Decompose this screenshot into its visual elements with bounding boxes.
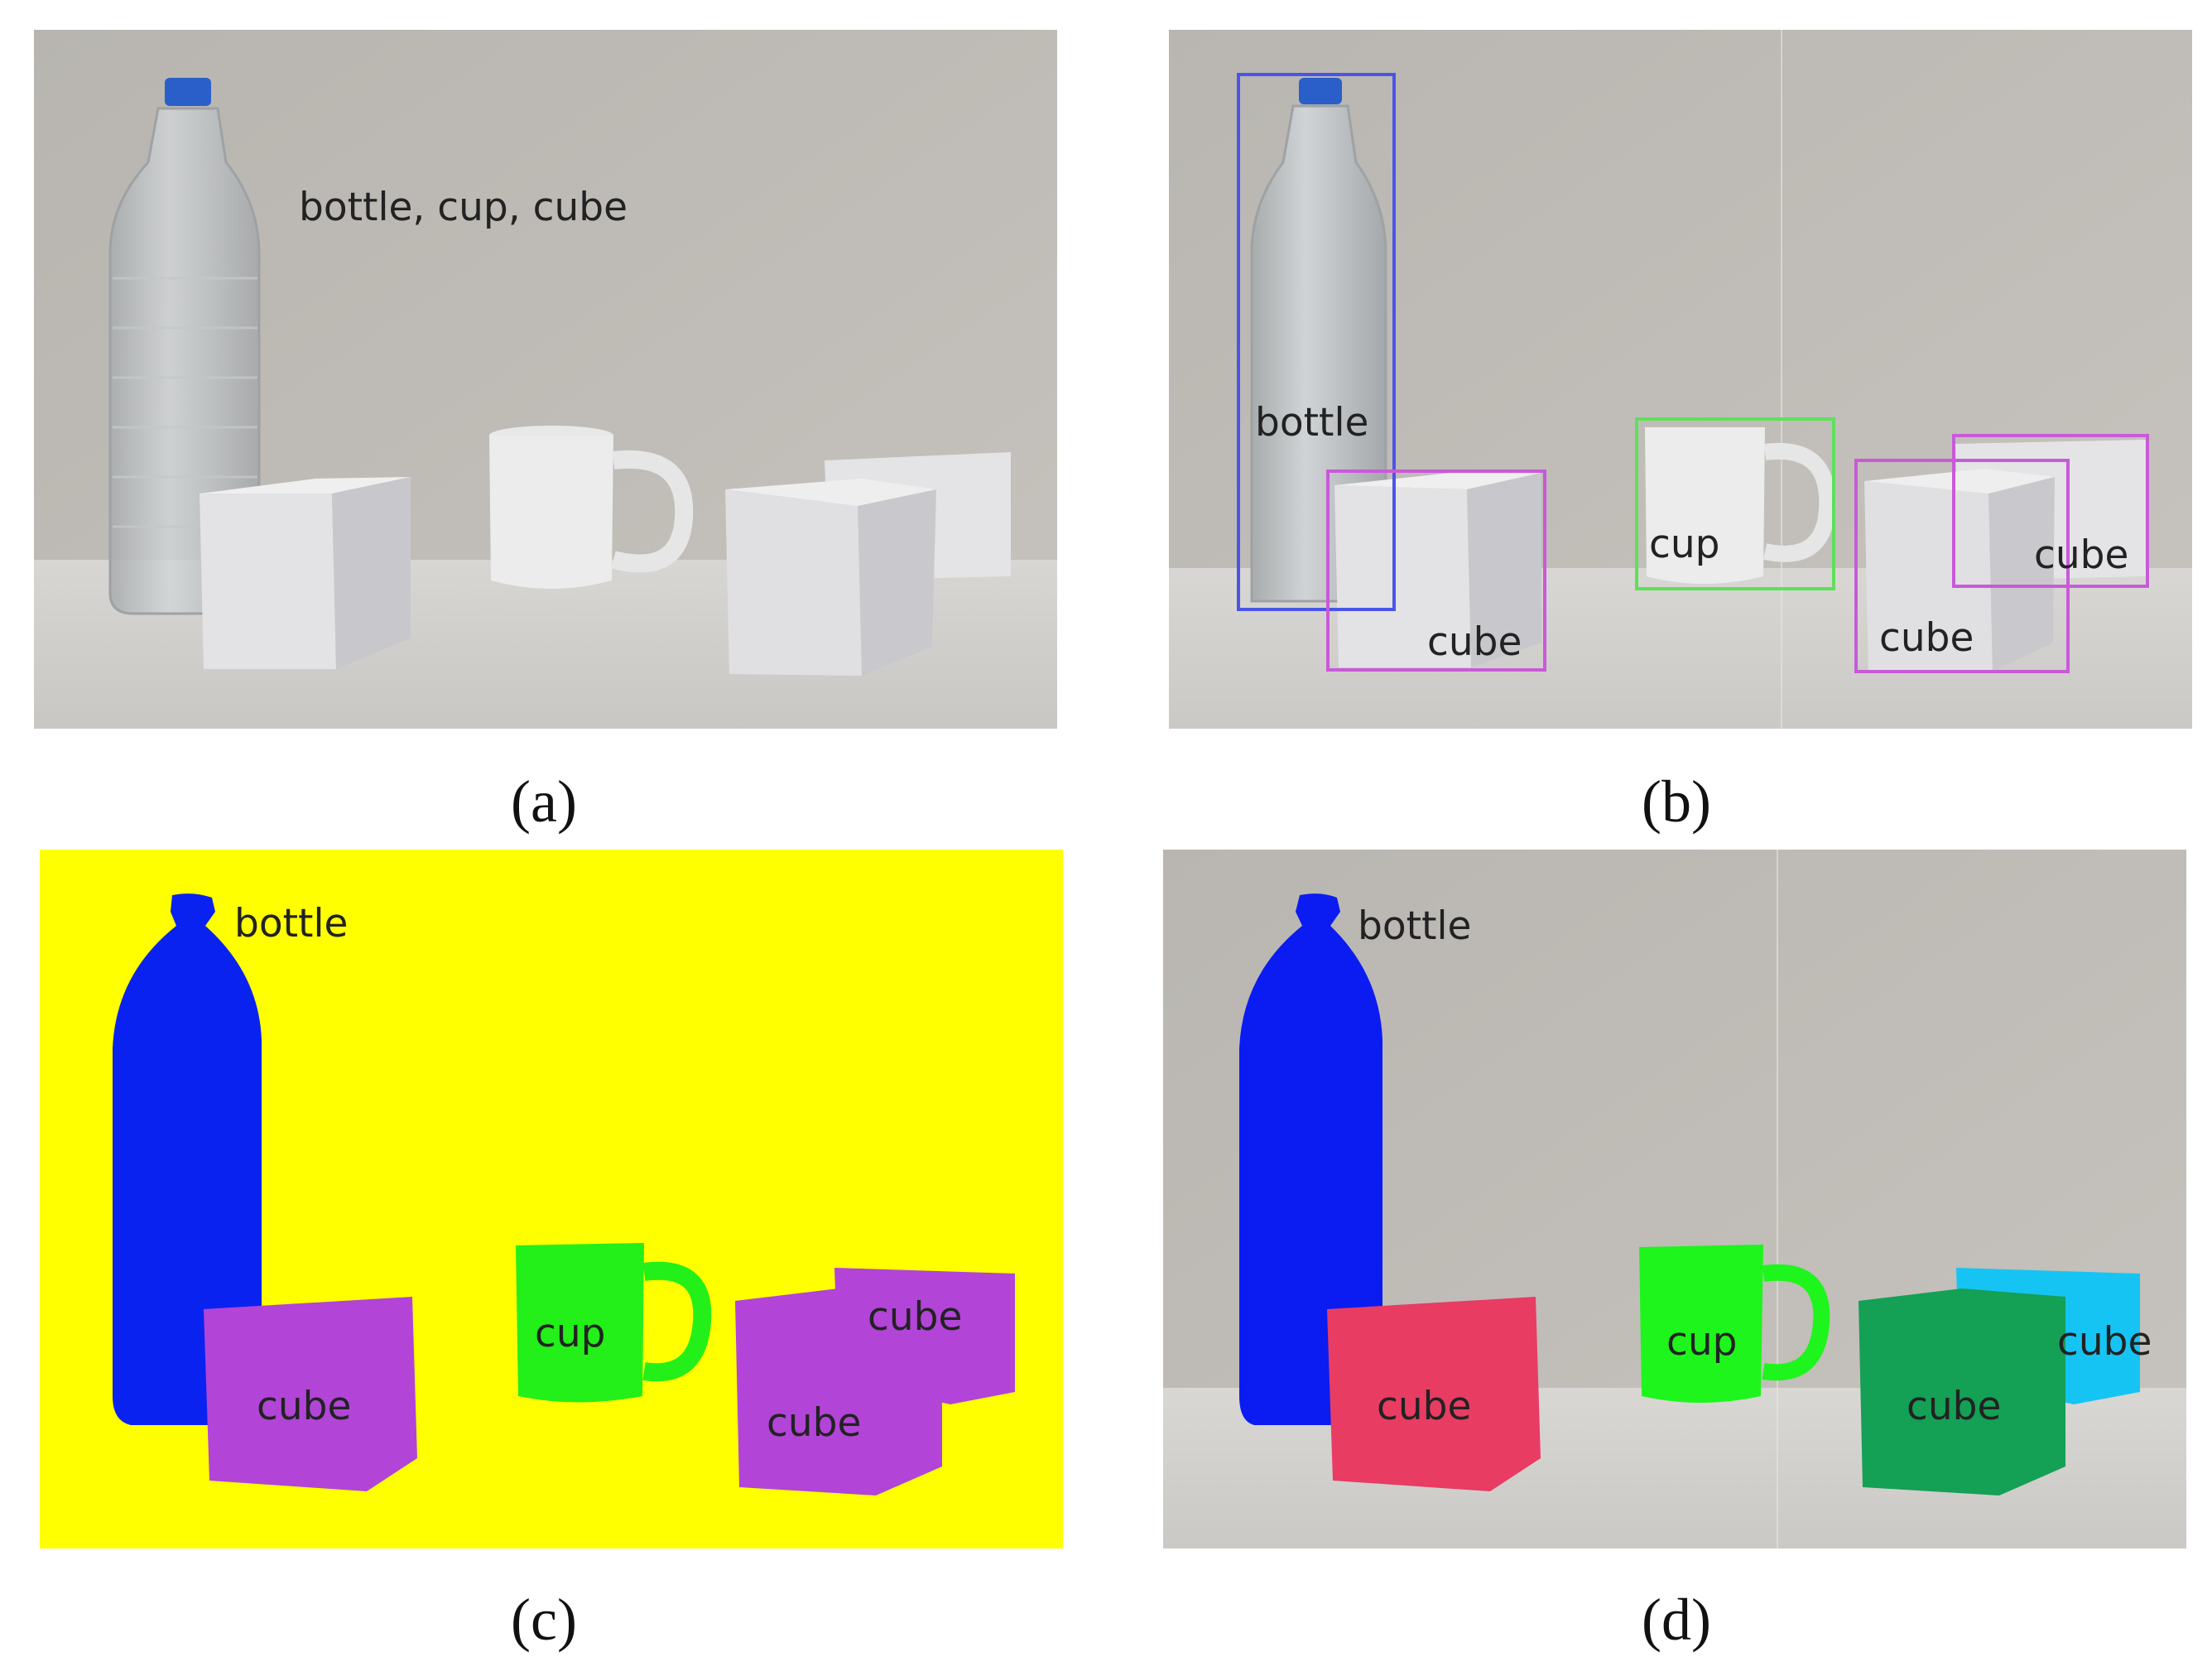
cup-object	[489, 426, 694, 589]
scene-photo-a: bottle, cup, cube	[34, 30, 1057, 729]
label-cube-left: cube	[257, 1384, 351, 1429]
mask-cube-front	[1859, 1288, 2065, 1495]
label-cup: cup	[1666, 1319, 1737, 1365]
mask-bottle	[113, 893, 262, 1425]
mask-cube-left	[1327, 1297, 1541, 1491]
label-cube-back: cube	[868, 1294, 962, 1340]
label-bottle: bottle	[1358, 903, 1471, 949]
label-cube-left: cube	[1427, 619, 1522, 665]
panel-d-segmentation-overlay: bottle cube cup cube cube	[1163, 850, 2186, 1548]
mask-cup	[516, 1243, 712, 1403]
mask-cube-front	[735, 1288, 942, 1495]
mask-cup	[1639, 1245, 1830, 1403]
detection-photo-b: bottle cube cup cube cube	[1169, 30, 2192, 729]
label-cup: cup	[1649, 522, 1719, 567]
bbox-cube-front	[1854, 459, 2070, 673]
caption-d: (d)	[1642, 1587, 1711, 1653]
cube-left-object	[200, 477, 411, 669]
panel-c-segmentation-mask: bottle cube cup cube cube	[40, 850, 1063, 1548]
label-bottle: bottle	[1255, 400, 1368, 445]
bbox-cube-left	[1326, 470, 1546, 672]
segmentation-mask-c: bottle cube cup cube cube	[40, 850, 1063, 1548]
bbox-cup	[1635, 417, 1835, 590]
label-cube-front: cube	[1879, 615, 1974, 661]
label-cube-back: cube	[2057, 1319, 2152, 1365]
label-cube-front: cube	[1907, 1384, 2001, 1429]
label-cube-back: cube	[2034, 532, 2128, 578]
panel-b-detection: bottle cube cup cube cube	[1169, 30, 2192, 729]
cube-front-object	[1864, 469, 2055, 672]
mask-bottle	[1239, 893, 1382, 1425]
mask-cube-left	[204, 1297, 417, 1491]
caption-a: (a)	[511, 768, 577, 835]
label-cube-left: cube	[1377, 1384, 1471, 1429]
cup-object	[1645, 427, 1836, 584]
cube-front-object	[725, 479, 936, 676]
label-cup: cup	[535, 1311, 605, 1356]
panel-a-photo: bottle, cup, cube	[34, 30, 1057, 729]
label-bottle: bottle	[234, 901, 348, 946]
bbox-bottle	[1237, 73, 1396, 611]
cube-left-object	[1334, 473, 1541, 667]
bbox-cube-back	[1952, 434, 2149, 588]
caption-c: (c)	[511, 1587, 577, 1653]
caption-b: (b)	[1642, 768, 1711, 835]
bottle-object	[108, 78, 261, 615]
segmentation-overlay-d: bottle cube cup cube cube	[1163, 850, 2186, 1548]
prompt-text: bottle, cup, cube	[299, 185, 628, 230]
label-cube-front: cube	[767, 1400, 861, 1446]
